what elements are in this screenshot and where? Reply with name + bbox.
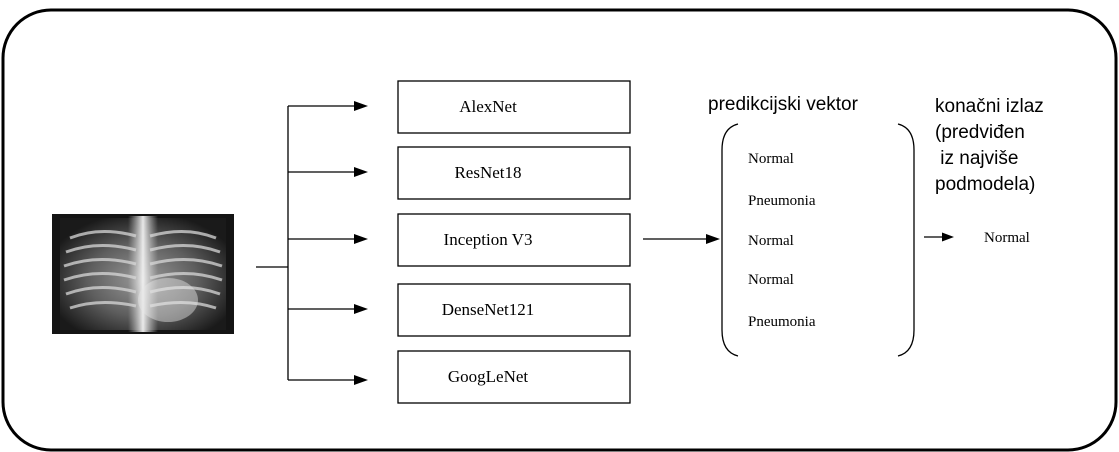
branch-arrow: [288, 234, 368, 244]
branch-arrow: [288, 101, 368, 111]
model-box-googlenet: GoogLeNet: [397, 350, 631, 404]
branch-arrow: [288, 304, 368, 314]
vector-right-bracket: [897, 123, 915, 357]
model-box-inception-v3: Inception V3: [397, 213, 631, 267]
prediction-item: Normal: [748, 151, 794, 167]
model-label: Inception V3: [444, 230, 533, 249]
prediction-item: Normal: [748, 272, 794, 288]
prediction-item: Pneumonia: [748, 314, 816, 330]
vector-left-bracket: [721, 123, 739, 357]
model-box-resnet18: ResNet18: [397, 146, 631, 200]
final-output-value: Normal: [984, 230, 1030, 246]
model-label: DenseNet121: [442, 300, 535, 319]
branch-arrow: [288, 167, 368, 177]
prediction-item: Normal: [748, 233, 794, 249]
models-to-vector-arrow: [643, 234, 720, 244]
branch-arrow: [288, 375, 368, 385]
final-caption-line: podmodela): [935, 174, 1035, 195]
prediction-vector-title: predikcijski vektor: [708, 94, 859, 115]
model-label: ResNet18: [454, 163, 521, 182]
prediction-item: Pneumonia: [748, 193, 816, 209]
model-box-densenet121: DenseNet121: [397, 283, 631, 337]
vector-to-output-arrow: [924, 232, 954, 242]
model-label: AlexNet: [459, 97, 517, 116]
final-caption-line: konačni izlaz: [935, 96, 1044, 117]
chest-xray-image: [52, 214, 234, 334]
final-output-caption: konačni izlaz (predviđen iz najviše podm…: [935, 96, 1049, 195]
final-caption-line: (predviđen: [935, 122, 1025, 143]
model-box-alexnet: AlexNet: [397, 80, 631, 134]
model-label: GoogLeNet: [448, 367, 529, 386]
final-caption-line: iz najviše: [935, 148, 1018, 169]
